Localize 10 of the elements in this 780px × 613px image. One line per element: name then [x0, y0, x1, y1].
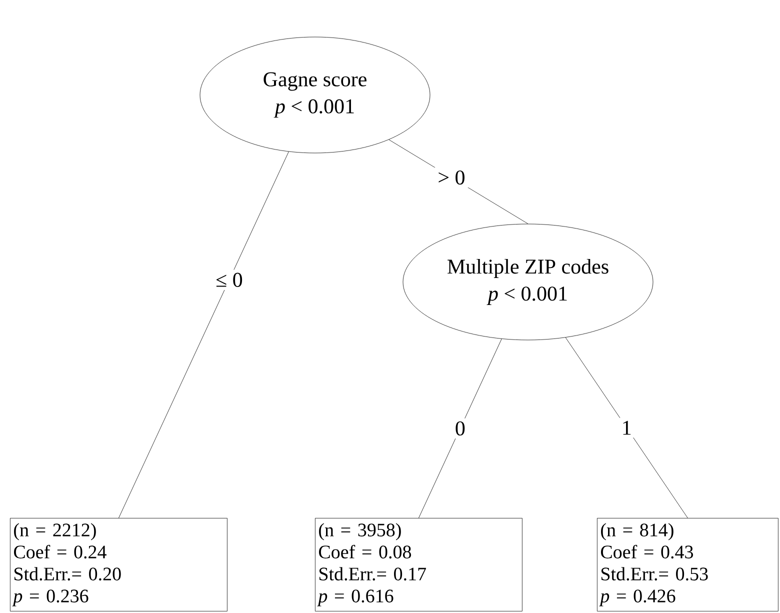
edge-label: 1: [618, 418, 635, 438]
branch-line: [565, 337, 688, 518]
leaf-box: (n = 2212) Coef = 0.24 Std.Err.= 0.20 p = 0.236: [10, 518, 228, 612]
edge-label: > 0: [434, 167, 468, 188]
leaf-box: (n = 814) Coef = 0.43 Std.Err.= 0.53 p = 0.426: [597, 518, 778, 612]
leaf-box: (n = 3958) Coef = 0.08 Std.Err.= 0.17 p = 0.616: [315, 518, 522, 612]
branch-line: [418, 338, 502, 518]
branch-line: [118, 151, 289, 518]
edge-label: ≤ 0: [212, 270, 246, 290]
edge-label: 0: [452, 418, 468, 439]
